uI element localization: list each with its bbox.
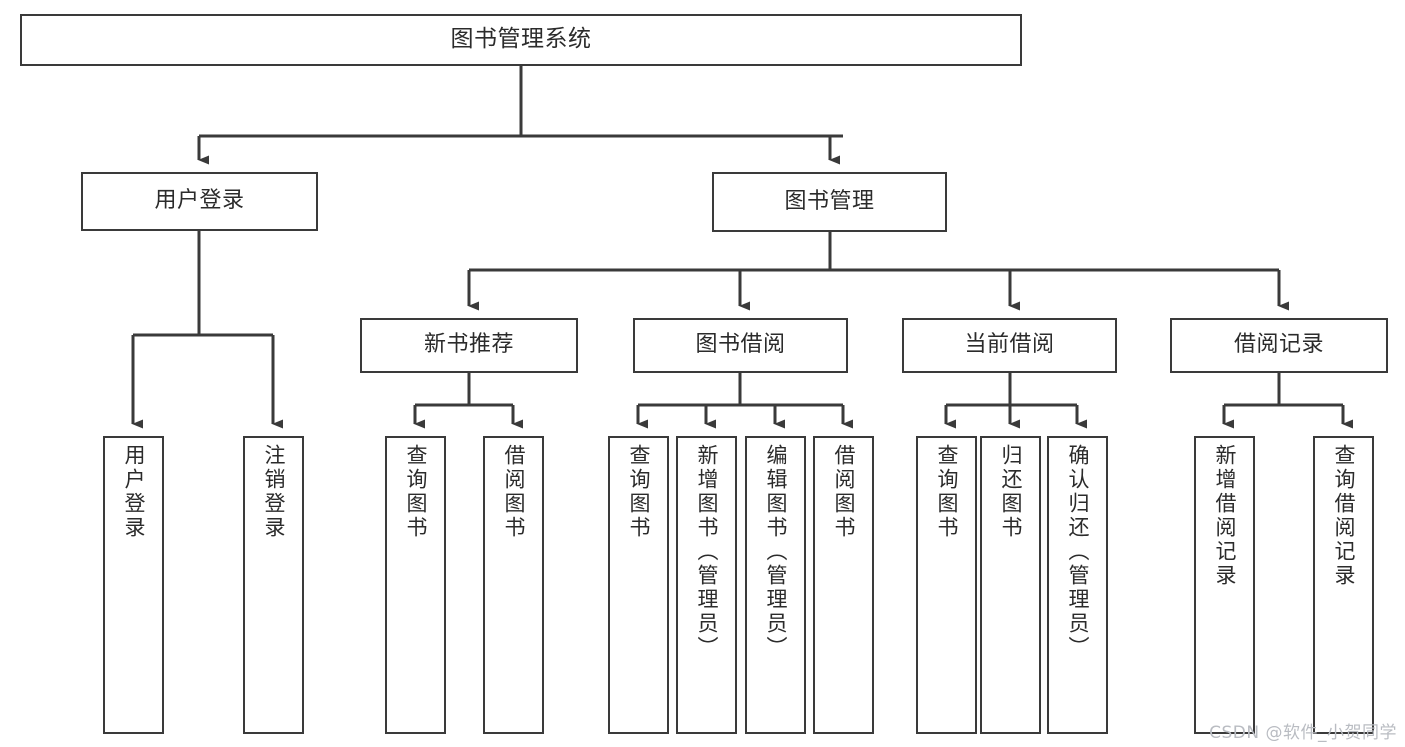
node-borrow-record[interactable]: 借阅记录 [1170,318,1388,373]
node-leaf-query-book-2[interactable]: 查询图书 [608,436,669,734]
node-leaf-query-book-1[interactable]: 查询图书 [385,436,446,734]
leaf-label: 新增借阅记录 [1213,444,1237,588]
node-leaf-borrow-book-1[interactable]: 借阅图书 [483,436,544,734]
leaf-label: 编辑图书（管理员） [764,444,788,660]
leaf-label: 查询借阅记录 [1332,444,1356,588]
node-user-login[interactable]: 用户登录 [81,172,318,231]
leaf-label: 查询图书 [935,444,959,540]
node-book-borrow[interactable]: 图书借阅 [633,318,848,373]
node-leaf-add-record[interactable]: 新增借阅记录 [1194,436,1255,734]
node-leaf-query-record[interactable]: 查询借阅记录 [1313,436,1374,734]
leaf-label: 用户登录 [122,444,146,540]
node-leaf-confirm-return[interactable]: 确认归还（管理员） [1047,436,1108,734]
node-new-book-recommend[interactable]: 新书推荐 [360,318,578,373]
leaf-label: 确认归还（管理员） [1066,444,1090,660]
leaf-label: 查询图书 [627,444,651,540]
node-root-system[interactable]: 图书管理系统 [20,14,1022,66]
node-book-manage[interactable]: 图书管理 [712,172,947,232]
node-leaf-borrow-book-2[interactable]: 借阅图书 [813,436,874,734]
node-leaf-add-book[interactable]: 新增图书（管理员） [676,436,737,734]
leaf-label: 新增图书（管理员） [695,444,719,660]
node-leaf-edit-book[interactable]: 编辑图书（管理员） [745,436,806,734]
node-current-borrow[interactable]: 当前借阅 [902,318,1117,373]
leaf-label: 借阅图书 [832,444,856,540]
leaf-label: 借阅图书 [502,444,526,540]
csdn-watermark: CSDN @软件_小贺同学 [1209,723,1397,743]
leaf-label: 注销登录 [262,444,286,540]
leaf-label: 查询图书 [404,444,428,540]
node-leaf-user-login[interactable]: 用户登录 [103,436,164,734]
node-leaf-return-book[interactable]: 归还图书 [980,436,1041,734]
leaf-label: 归还图书 [999,444,1023,540]
node-leaf-query-book-3[interactable]: 查询图书 [916,436,977,734]
node-leaf-logout-login[interactable]: 注销登录 [243,436,304,734]
